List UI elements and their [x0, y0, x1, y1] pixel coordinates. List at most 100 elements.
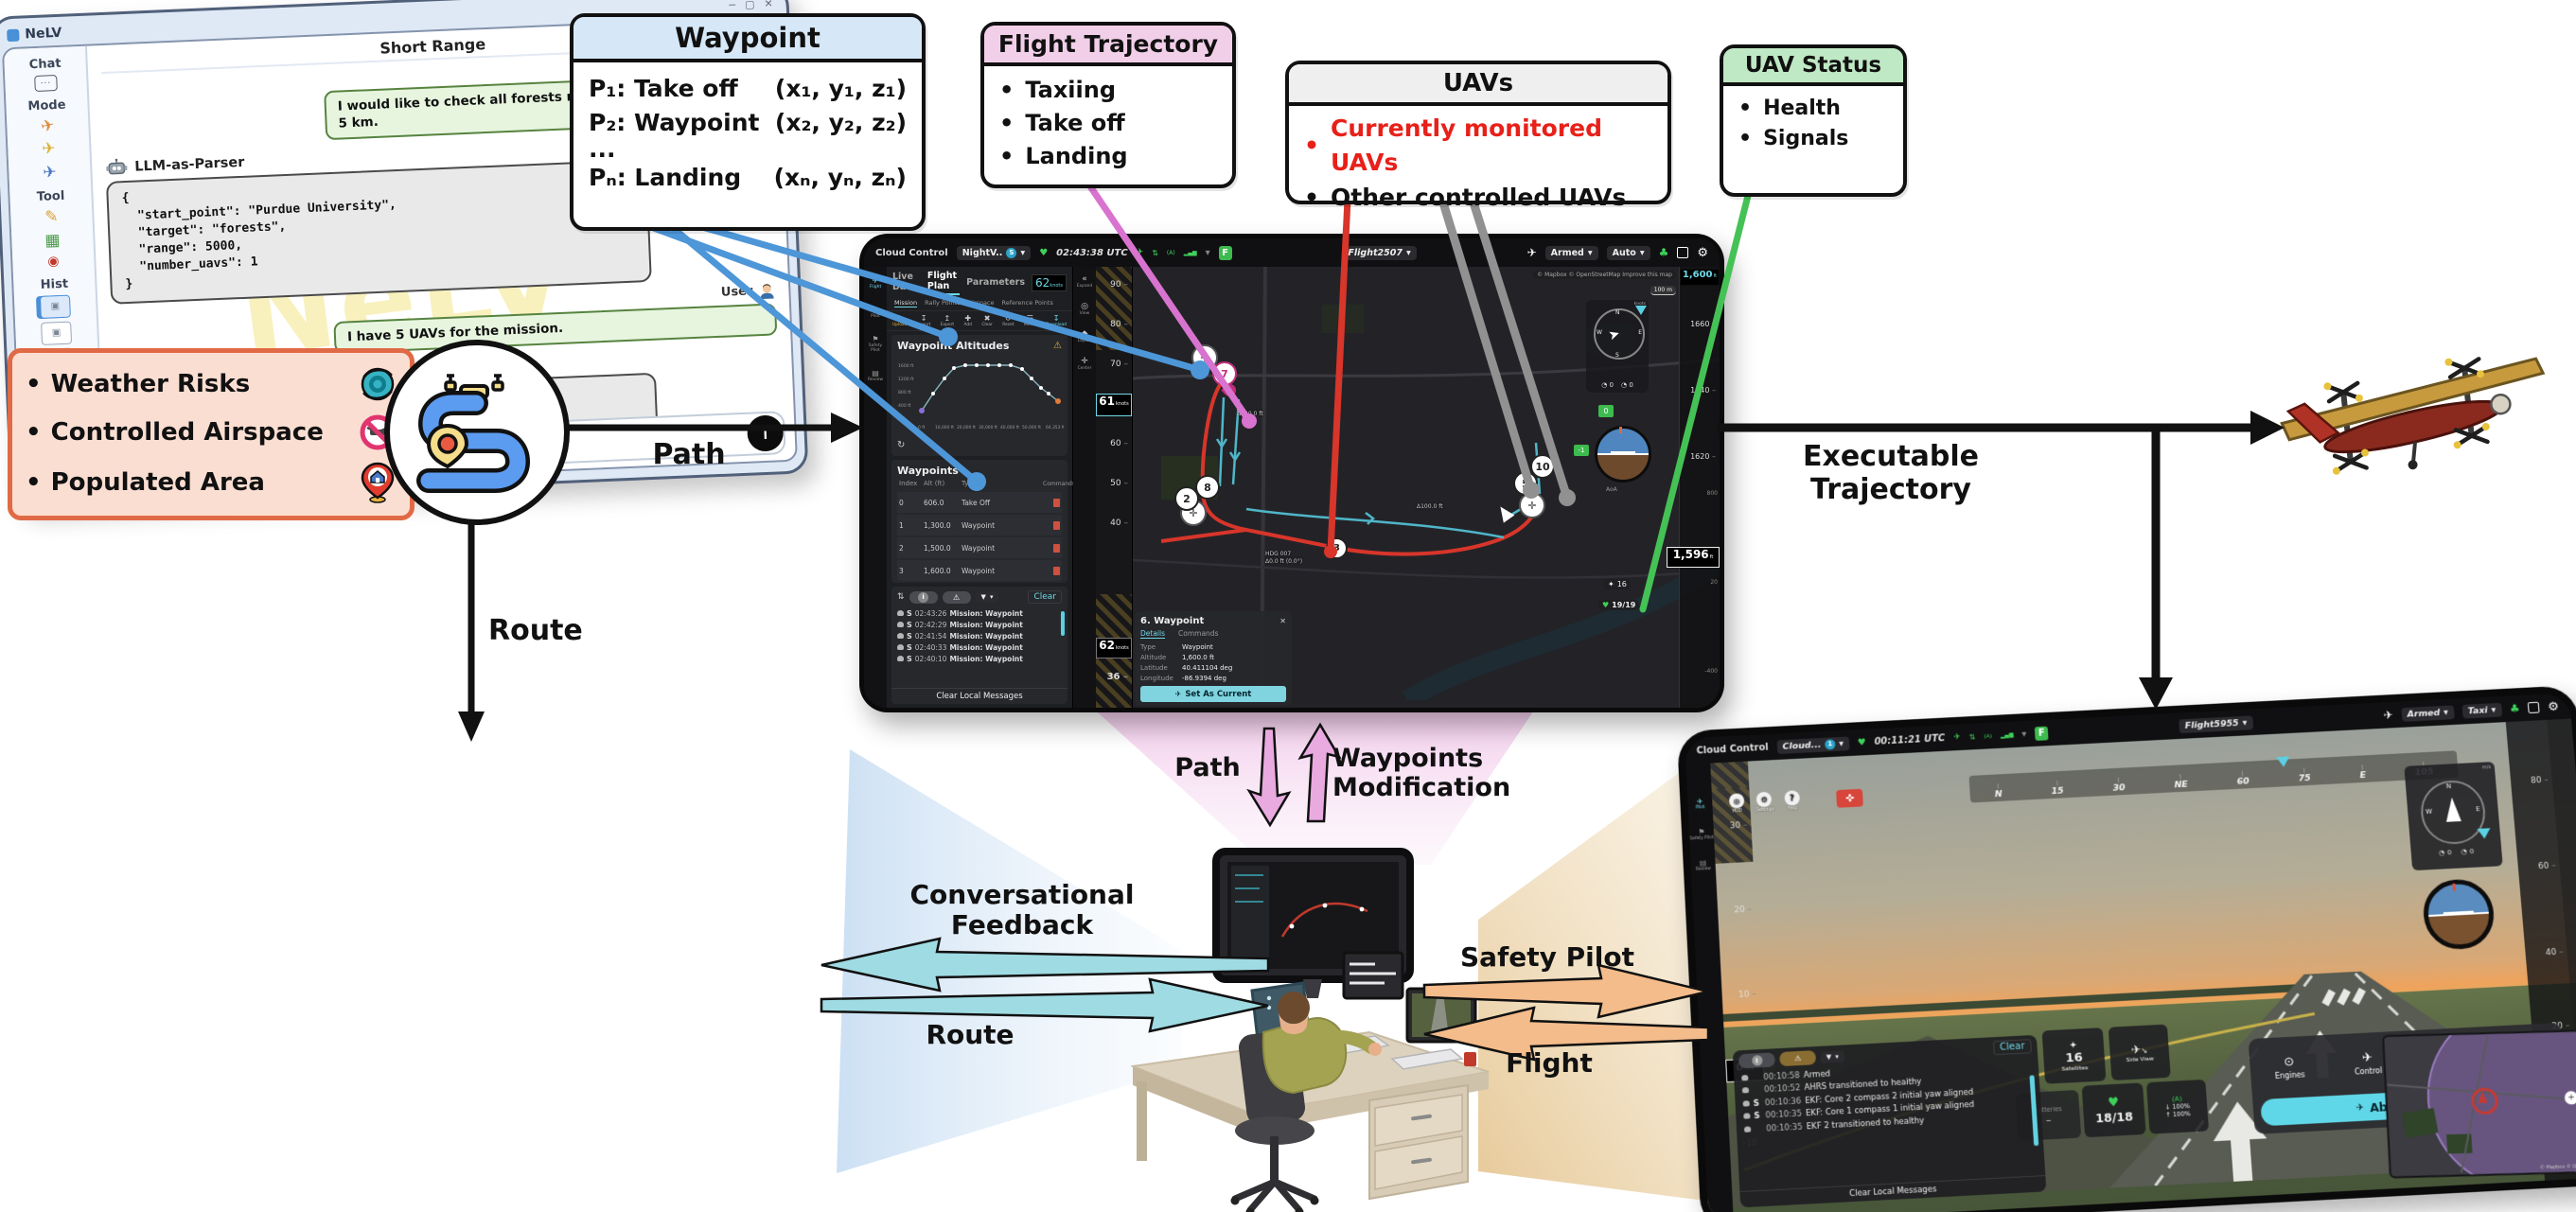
map-attribution[interactable]: © Mapbox © OpenStreetMap Improve this ma…	[1533, 271, 1676, 279]
svg-text:30,000 ft: 30,000 ft	[979, 425, 997, 430]
gcs-profile-label: NightV..	[962, 247, 1003, 258]
rail-item-flight[interactable]: ✈Flight	[870, 276, 882, 290]
subtab-rally-points[interactable]: Rally Points	[925, 299, 961, 307]
sort-icon[interactable]: ⇅	[897, 592, 905, 602]
safety-pilot-icon: ⚑	[872, 334, 879, 343]
route-label: Route	[488, 614, 583, 647]
chevron-down-icon: ▾	[1639, 247, 1645, 258]
view-button[interactable]: ◎View	[1080, 302, 1089, 316]
considerations-box: Weather Risks Controlled Airspace Popula…	[8, 348, 415, 520]
svg-text:0 ft: 0 ft	[918, 425, 926, 430]
tree-icon[interactable]: ♣	[1658, 246, 1669, 259]
refresh-icon[interactable]: ↻	[897, 440, 906, 450]
gcs-fence-badge[interactable]: F	[1218, 245, 1232, 260]
tab-parameters[interactable]: Parameters	[966, 276, 1026, 288]
gcs-profile-dropdown[interactable]: NightV.. S ▾	[956, 245, 1032, 260]
simulator-window: Cloud Control Cloud... 1 ▾ ♥ 00:11:21 UT…	[1676, 685, 2576, 1212]
safety-pilot-label: Safety Pilot	[1460, 941, 1634, 973]
gcs-map[interactable]: © Mapbox © OpenStreetMap Improve this ma…	[1133, 267, 1720, 708]
compass-widget: knots N E S W ➤ ◔ 0 ◔ 0	[1586, 300, 1649, 393]
close-icon[interactable]: ✕	[1279, 617, 1286, 625]
scrollbar[interactable]	[1061, 611, 1065, 636]
gcs-flight-dropdown[interactable]: Flight2507 ▾	[1342, 245, 1417, 260]
delete-icon[interactable]	[1053, 566, 1060, 575]
tab-commands[interactable]: Commands	[1178, 629, 1219, 638]
tab-details[interactable]: Details	[1140, 629, 1166, 639]
info-filter-pill[interactable]: i	[909, 590, 938, 604]
gcs-armed-label: Armed	[1550, 247, 1584, 258]
user-avatar	[760, 283, 774, 299]
subtab-airspace[interactable]: Airspace	[967, 299, 995, 307]
chevron-down-icon[interactable]: ▾	[1205, 247, 1210, 258]
export-button[interactable]: ↥Export	[941, 314, 954, 327]
fullscreen-icon[interactable]	[1677, 247, 1689, 258]
clear-messages-button[interactable]: Clear	[1028, 590, 1062, 604]
filter-dropdown[interactable]: ▼▾	[975, 591, 999, 603]
delta-label: Δ100.0 ft	[1417, 503, 1443, 510]
gear-icon[interactable]: ⚙	[1697, 245, 1709, 260]
set-as-current-button[interactable]: ✈Set As Current	[1140, 686, 1286, 702]
add-button[interactable]: ✚Add	[963, 314, 972, 327]
satellite-count: ✦16	[1604, 579, 1631, 589]
gcs-mode-dropdown[interactable]: Auto▾	[1606, 245, 1650, 260]
flight-trajectory-callout-line	[1085, 180, 1253, 425]
gcs-topbar: Cloud Control NightV.. S ▾ ♥ 02:43:38 UT…	[864, 238, 1720, 267]
center-button[interactable]: ✛Center	[1078, 357, 1092, 371]
uavs-monitored-callout-line	[1327, 196, 1351, 555]
chevron-down-icon: ▾	[989, 593, 994, 601]
populated-area-item: Populated Area	[50, 467, 265, 497]
delete-icon[interactable]	[1053, 520, 1060, 530]
monitored-uavs-item: Currently monitored UAVs	[1330, 114, 1602, 177]
svg-text:400 ft: 400 ft	[898, 403, 911, 409]
sim-scene[interactable]: ✈Pilot ⚑Safety Pilot ▤Review ◎HUD ⚙Setti…	[1685, 718, 2576, 1212]
reset-button[interactable]: ↺Reset	[1002, 314, 1014, 327]
safety-pilot-arrow	[1422, 963, 1709, 1019]
tool-label: Export	[940, 323, 955, 327]
download-button[interactable]: ↧Download	[1046, 314, 1067, 327]
gcs-armed-dropdown[interactable]: Armed▾	[1544, 245, 1598, 260]
delete-icon[interactable]	[1053, 498, 1060, 507]
flow-lines	[468, 424, 838, 721]
flight-trajectory-box: Flight Trajectory Taxiing Take off Landi…	[980, 22, 1236, 188]
subtab-mission[interactable]: Mission	[894, 299, 918, 307]
rail-item-review[interactable]: ▤Review	[868, 369, 883, 383]
waypoint-badge-8[interactable]: 8	[1195, 475, 1220, 500]
exec-down-arrowhead	[2139, 677, 2173, 710]
panel-title: Waypoints	[897, 465, 959, 477]
rail-item-safety-pilot[interactable]: ⚑Safety Pilot	[864, 335, 887, 354]
executable-trajectory-label: Executable Trajectory	[1802, 440, 1980, 506]
conversational-feedback-arrow	[820, 937, 1270, 992]
plane-icon: ✈	[1174, 690, 1182, 698]
warning-icon: ⚠	[1053, 341, 1062, 351]
tool-label: Upload	[892, 323, 908, 327]
rail-label: Pilot	[871, 313, 880, 319]
subtab-reference-points[interactable]: Reference Points	[1001, 299, 1053, 307]
weather-risks-item: Weather Risks	[50, 370, 251, 399]
sort-icon: ⇅	[1152, 248, 1158, 257]
strip-label: Expand	[1076, 284, 1093, 289]
clear-button[interactable]: ✖Clear	[981, 314, 992, 327]
route-planner-circle	[384, 340, 570, 525]
uavs-other-callout-lines	[1438, 195, 1572, 502]
panel-title: Waypoint Altitudes	[897, 340, 1010, 352]
tool-label: Download	[1046, 323, 1067, 327]
compass-unit: knots	[1633, 302, 1646, 307]
warning-filter-pill[interactable]: ⚠	[942, 590, 971, 604]
expand-button[interactable]: «Expand	[1077, 274, 1092, 289]
operator-desk-illustration	[1131, 848, 1490, 1212]
filter-icon: ▼	[980, 593, 986, 601]
clear-local-messages-button[interactable]: Clear Local Messages	[891, 688, 1067, 704]
attitude-indicator	[1595, 426, 1651, 483]
delete-icon[interactable]	[1053, 543, 1060, 553]
waypoint-callout-lines	[647, 223, 1204, 485]
plane-icon: ✈	[1136, 248, 1144, 257]
waypoint-badge-2[interactable]: 2	[1174, 486, 1199, 511]
